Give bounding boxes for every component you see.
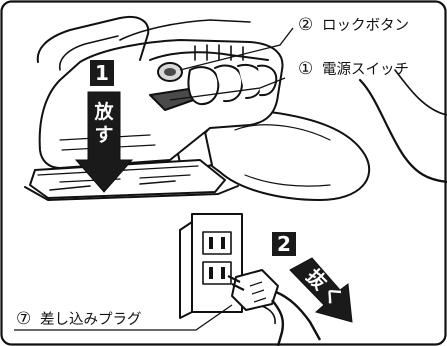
sander-power-cord xyxy=(360,80,447,182)
outlet-plate-side xyxy=(180,222,192,318)
plug-number: ⑦ xyxy=(16,309,31,329)
power-switch-label: 電源スイッチ xyxy=(322,61,409,78)
lock-button-label: ロックボタン xyxy=(322,17,409,34)
power-switch-callout: ① 電源スイッチ xyxy=(298,59,409,79)
socket-slot xyxy=(209,267,213,279)
plug-cord xyxy=(272,300,283,346)
finger xyxy=(258,66,276,96)
release-label-line1: 放 xyxy=(93,100,114,123)
upper-socket xyxy=(203,232,231,254)
socket-slot xyxy=(221,237,225,249)
step1-badge-number: 1 xyxy=(95,61,109,85)
wall-outlet xyxy=(180,214,242,318)
lock-button-number: ② xyxy=(298,15,313,35)
hand-back xyxy=(120,20,250,40)
release-label-line2: す xyxy=(94,124,113,146)
socket-slot xyxy=(209,237,213,249)
plug-label: 差し込みプラグ xyxy=(40,311,142,328)
power-switch-number: ① xyxy=(298,59,313,79)
plug-body xyxy=(232,270,278,310)
step2-badge-number: 2 xyxy=(277,232,291,256)
step2-pull-arrow: 2 抜 く xyxy=(272,232,352,322)
lower-socket xyxy=(203,262,231,284)
socket-slot xyxy=(221,267,225,279)
finger xyxy=(188,67,218,104)
lock-button-callout: ② ロックボタン xyxy=(298,15,409,35)
cord-strain-relief xyxy=(262,306,275,324)
lock-button-center xyxy=(164,68,176,76)
